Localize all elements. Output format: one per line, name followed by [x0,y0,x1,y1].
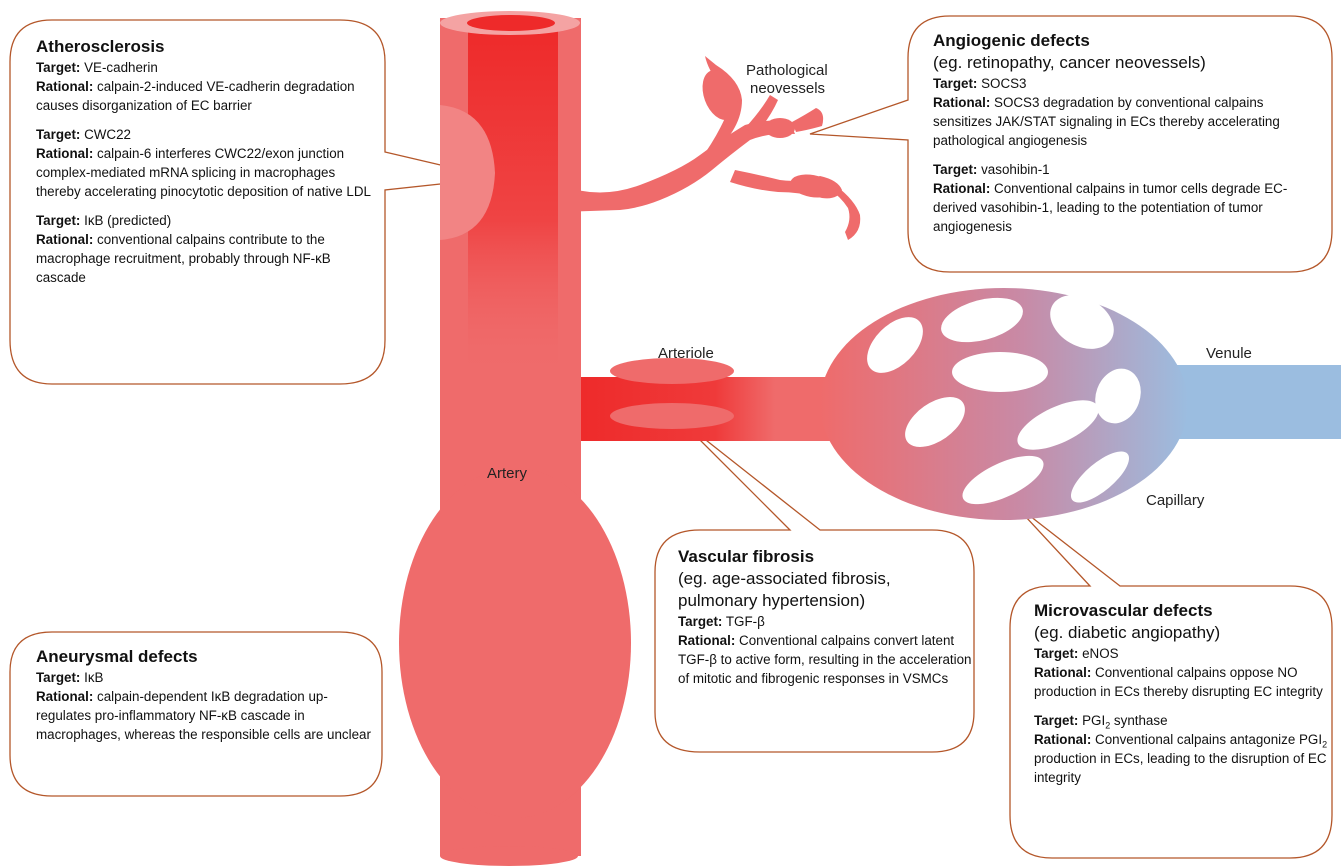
callout-target: Target: CWC22 [36,125,381,144]
aneurysmal-callout: Aneurysmal defects Target: IκB Rational:… [36,646,376,744]
angiogenic-subtitle: (eg. retinopathy, cancer neovessels) [933,52,1323,74]
atherosclerosis-callout: Atherosclerosis Target: VE-cadherin Rati… [36,36,381,287]
callout-rational: Rational: calpain-2-induced VE-cadherin … [36,77,381,115]
callout-rational: Rational: conventional calpains contribu… [36,230,381,287]
arteriole-label: Arteriole [658,345,714,363]
venule-label: Venule [1206,345,1252,363]
neovessels-label-line1: Pathological [746,62,828,80]
neovessels-label-line2: neovessels [746,80,828,98]
callout-rational: Rational: Conventional calpains antagoni… [1034,730,1332,787]
callout-rational: Rational: Conventional calpains convert … [678,631,973,688]
microvascular-subtitle: (eg. diabetic angiopathy) [1034,622,1332,644]
artery-label: Artery [487,465,527,483]
callout-rational: Rational: Conventional calpains in tumor… [933,179,1323,236]
fibrosis-callout: Vascular fibrosis (eg. age-associated fi… [678,546,973,688]
fibrosis-subtitle: (eg. age-associated fibrosis, pulmonary … [678,568,973,612]
capillary-label: Capillary [1146,492,1204,510]
callout-target: Target: eNOS [1034,644,1332,663]
atherosclerosis-title: Atherosclerosis [36,36,381,58]
microvascular-callout: Microvascular defects (eg. diabetic angi… [1034,600,1332,787]
callout-target: Target: vasohibin-1 [933,160,1323,179]
callout-rational: Rational: calpain-6 interferes CWC22/exo… [36,144,381,201]
callout-target: Target: SOCS3 [933,74,1323,93]
arteriole-wall-bottom [610,403,734,429]
callout-rational: Rational: Conventional calpains oppose N… [1034,663,1332,701]
angiogenic-title: Angiogenic defects [933,30,1323,52]
callout-target: Target: PGI2 synthase [1034,711,1332,730]
aneurysmal-title: Aneurysmal defects [36,646,376,668]
callout-target: Target: TGF-β [678,612,973,631]
callout-rational: Rational: SOCS3 degradation by conventio… [933,93,1323,150]
callout-rational: Rational: calpain-dependent IκB degradat… [36,687,376,744]
angiogenic-callout: Angiogenic defects (eg. retinopathy, can… [933,30,1323,236]
microvascular-title: Microvascular defects [1034,600,1332,622]
callout-target: Target: VE-cadherin [36,58,381,77]
fibrosis-title: Vascular fibrosis [678,546,973,568]
callout-target: Target: IκB [36,668,376,687]
neovessels-label: Pathological neovessels [746,62,828,98]
callout-target: Target: IκB (predicted) [36,211,381,230]
